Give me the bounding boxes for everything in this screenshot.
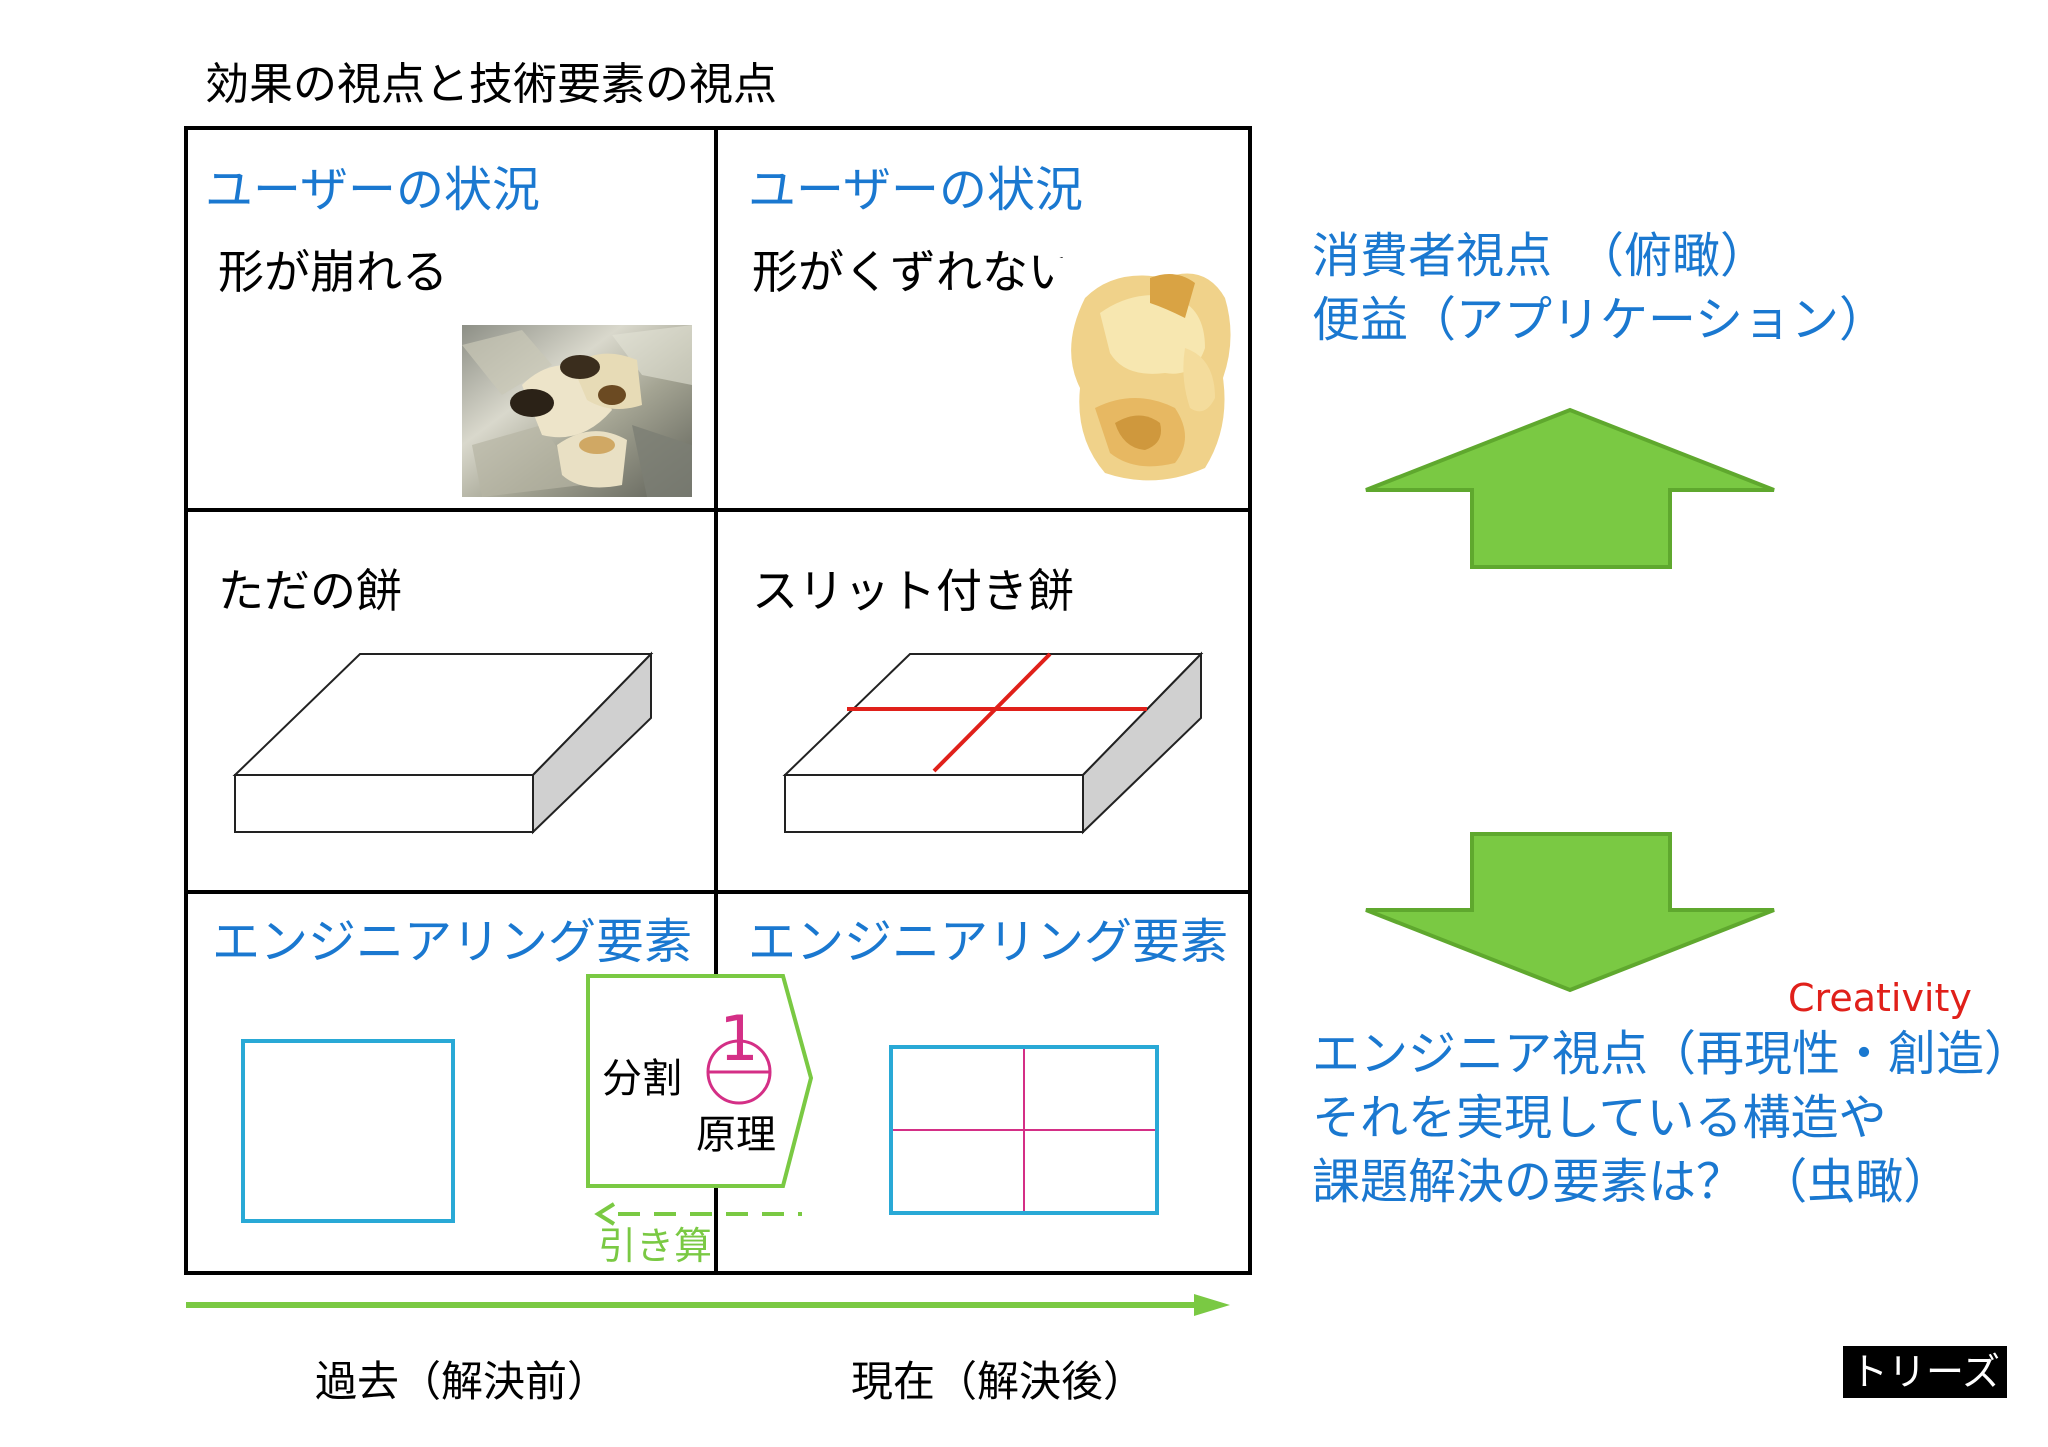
principle-number: 1 — [719, 1002, 758, 1075]
principle-label-line2: 原理 — [696, 1112, 776, 1158]
subtraction-label: 引き算 — [598, 1224, 713, 1268]
creativity-label: Creativity — [1788, 976, 1972, 1020]
plain-mochi-text: ただの餅 — [218, 564, 402, 618]
undivided-square-diagram — [241, 1039, 455, 1223]
engineering-element-heading-left: エンジニアリング要素 — [212, 914, 693, 970]
shape-intact-text: 形がくずれない — [752, 245, 1074, 299]
segmentation-principle-badge: 1 分割 原理 — [586, 974, 814, 1188]
consumer-perspective-line2: 便益（アプリケーション） — [1312, 292, 1888, 348]
principle-label-line1: 分割 — [602, 1056, 682, 1102]
engineering-element-heading-right: エンジニアリング要素 — [748, 914, 1229, 970]
slit-mochi-text: スリット付き餅 — [752, 564, 1074, 618]
dashed-arrowhead — [594, 1202, 616, 1226]
mochi-front-face — [784, 774, 1084, 833]
broken-mochi-photo — [462, 325, 692, 497]
subtraction-dashed-arrow — [594, 1202, 802, 1226]
triz-logo: トリーズ — [1843, 1346, 2007, 1398]
grid-divider-horizontal-1 — [184, 508, 1252, 512]
diagonal-slit — [932, 652, 1052, 773]
divided-square-diagram — [889, 1045, 1159, 1215]
undivided-square — [241, 1039, 455, 1223]
timeline-arrowhead — [1194, 1294, 1230, 1316]
slit-mochi-diagram — [782, 651, 1204, 835]
grid-divider-horizontal-2 — [184, 890, 1252, 894]
intact-mochi-photo — [1055, 258, 1237, 490]
consumer-perspective-line1: 消費者視点 （俯瞰） — [1312, 228, 1769, 284]
plain-mochi-diagram — [232, 651, 654, 835]
present-label: 現在（解決後） — [851, 1357, 1146, 1406]
comparison-grid — [184, 126, 1252, 1275]
grid-divider-vertical — [714, 126, 718, 1275]
engineer-perspective-line1: エンジニア視点（再現性・創造） — [1312, 1026, 2033, 1082]
user-situation-heading-left: ユーザーの状況 — [205, 162, 541, 218]
mochi-front-face — [234, 774, 534, 833]
down-arrow-icon — [1365, 832, 1775, 993]
divided-square — [889, 1045, 1159, 1215]
engineer-perspective-line3: 課題解決の要素は？ （虫瞰） — [1312, 1154, 1952, 1210]
up-arrow-icon — [1365, 407, 1775, 569]
shape-breaks-text: 形が崩れる — [218, 245, 448, 299]
timeline-arrow — [186, 1294, 1230, 1316]
page-title: 効果の視点と技術要素の視点 — [205, 59, 777, 110]
user-situation-heading-right: ユーザーの状況 — [748, 162, 1084, 218]
past-label: 過去（解決前） — [315, 1357, 610, 1406]
engineer-perspective-line2: それを実現している構造や — [1312, 1090, 1887, 1146]
principle-badge-shape — [586, 974, 814, 1188]
